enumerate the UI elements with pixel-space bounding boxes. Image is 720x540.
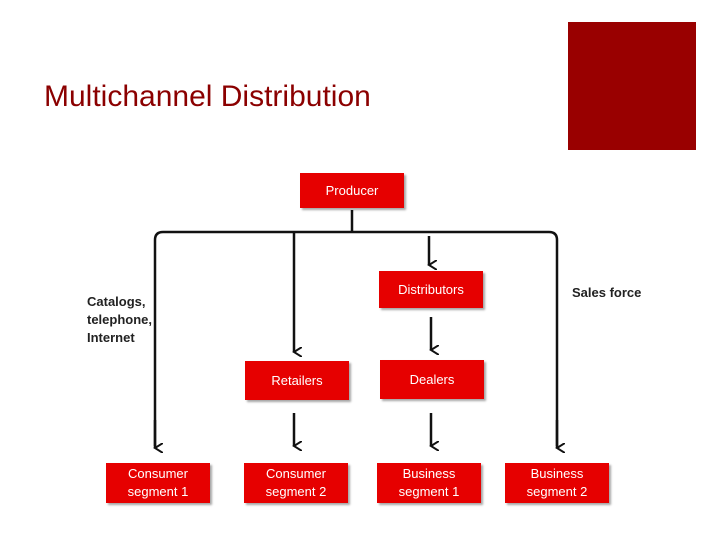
node-business-segment-1-line1: Business	[402, 466, 456, 481]
accent-square	[568, 22, 696, 150]
label-left-line1: Catalogs,	[87, 294, 146, 309]
node-consumer-segment-2-line2: segment 2	[265, 484, 327, 499]
node-business-segment-2-line1: Business	[530, 466, 584, 481]
label-sales-force: Sales force	[572, 285, 642, 300]
node-consumer-segment-1-line2: segment 1	[127, 484, 189, 499]
node-dealers-label: Dealers	[409, 371, 455, 387]
node-consumer-segment-1: Consumer segment 1	[106, 463, 210, 503]
slide-title: Multichannel Distribution	[44, 80, 371, 113]
node-producer-label: Producer	[325, 182, 379, 198]
node-consumer-segment-2-line1: Consumer	[266, 466, 326, 481]
label-left-line3: Internet	[87, 330, 135, 345]
label-catalogs-telephone-internet: Catalogs, telephone, Internet	[87, 293, 152, 347]
label-left-line2: telephone,	[87, 312, 153, 327]
node-business-segment-2: Business segment 2	[505, 463, 609, 503]
node-business-segment-2-line2: segment 2	[526, 484, 588, 499]
node-business-segment-1-line2: segment 1	[398, 484, 460, 499]
node-retailers: Retailers	[245, 361, 349, 400]
node-consumer-segment-1-line1: Consumer	[128, 466, 188, 481]
connector-horizontal-bar	[153, 230, 559, 446]
node-business-segment-1: Business segment 1	[377, 463, 481, 503]
node-producer: Producer	[300, 173, 404, 208]
node-consumer-segment-2: Consumer segment 2	[244, 463, 348, 503]
node-dealers: Dealers	[380, 360, 484, 399]
node-distributors-label: Distributors	[398, 281, 464, 297]
node-distributors: Distributors	[379, 271, 483, 308]
node-retailers-label: Retailers	[271, 372, 323, 388]
